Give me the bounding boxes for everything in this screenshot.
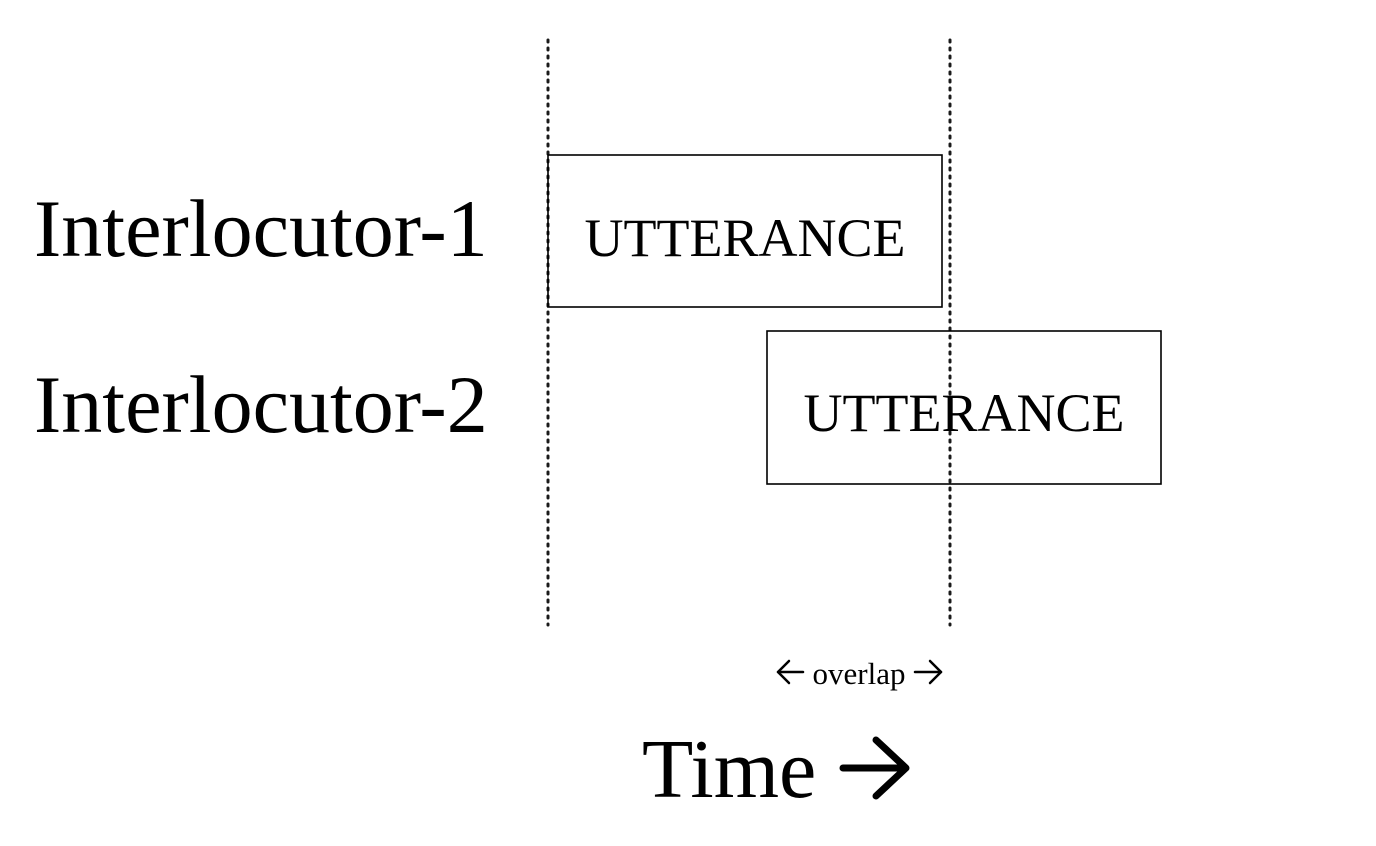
right-arrow-icon: [913, 659, 943, 685]
time-arrow-icon: [839, 736, 910, 800]
left-arrow-icon: [776, 659, 805, 685]
time-label: Time: [642, 723, 816, 816]
speaker-label-2: Interlocutor-2: [34, 359, 488, 450]
time-axis-label: Time: [642, 723, 910, 816]
utterance-box-2: UTTERANCE: [766, 330, 1162, 485]
overlap-annotation: overlap: [776, 656, 943, 691]
overlap-label: overlap: [813, 656, 906, 691]
utterance-box-1: UTTERANCE: [547, 154, 943, 308]
speaker-label-1: Interlocutor-1: [34, 183, 488, 274]
utterance-label-1: UTTERANCE: [585, 208, 906, 268]
utterance-label-2: UTTERANCE: [804, 383, 1125, 443]
